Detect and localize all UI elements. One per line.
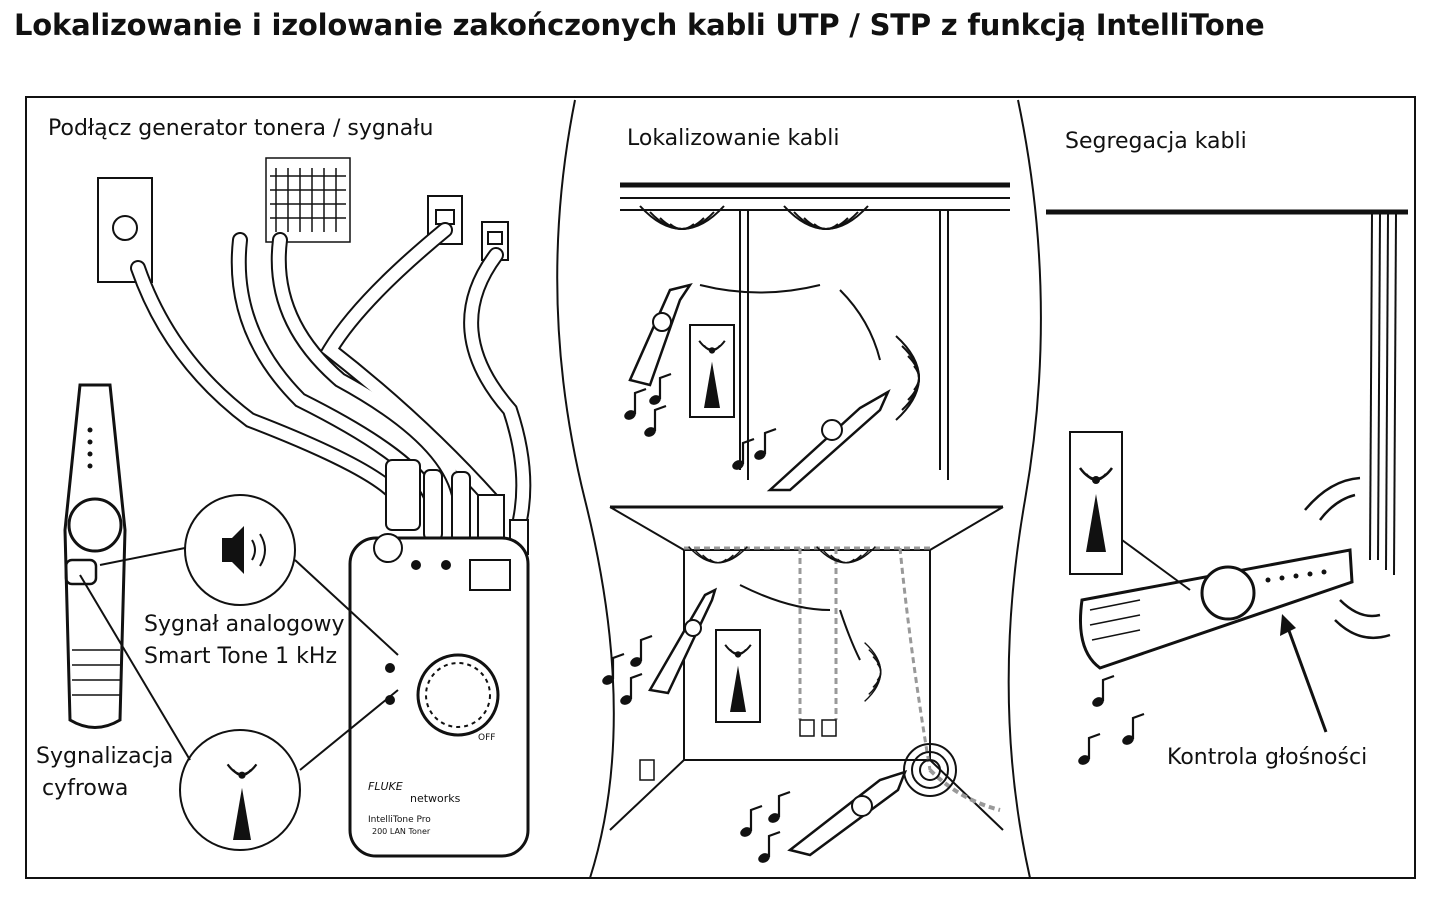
- device-model: IntelliTone Pro: [368, 815, 431, 825]
- diagram-frame: [25, 96, 1416, 879]
- middle-panel-heading: Lokalizowanie kabli: [627, 126, 840, 151]
- speaker-icon: [222, 526, 244, 574]
- volume-control-label: Kontrola głośności: [1167, 745, 1368, 770]
- left-panel-heading: Podłącz generator tonera / sygnału: [48, 116, 434, 141]
- device-model-sub: 200 LAN Toner: [372, 827, 431, 836]
- device-brand-sub: networks: [410, 792, 461, 805]
- separator-right: [1007, 99, 1042, 879]
- device-brand: FLUKE: [368, 780, 403, 793]
- device-off-label: OFF: [478, 733, 495, 743]
- digital-signal-label-line1: Sygnalizacja: [36, 744, 174, 769]
- analog-signal-label-line2: Smart Tone 1 kHz: [144, 644, 337, 669]
- analog-signal-label-line1: Sygnał analogowy: [144, 612, 345, 637]
- page-title: Lokalizowanie i izolowanie zakończonych …: [14, 8, 1265, 42]
- right-panel-heading: Segregacja kabli: [1065, 129, 1247, 154]
- separator-left: [556, 99, 615, 879]
- digital-signal-label-line2: cyfrowa: [42, 776, 129, 801]
